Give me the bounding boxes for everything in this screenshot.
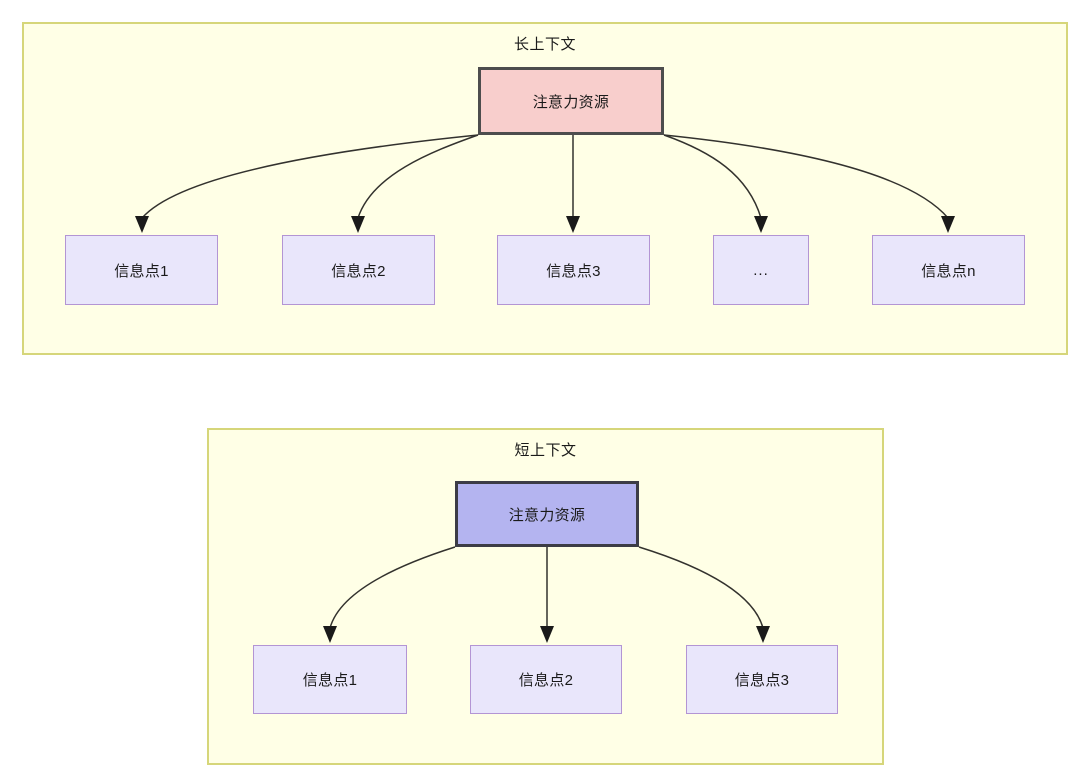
long-context-attention-resource-node[interactable]: 注意力资源 [478, 67, 664, 135]
long-context-info-node-ellipsis[interactable]: ... [713, 235, 809, 305]
long-context-info-node-2[interactable]: 信息点2 [282, 235, 435, 305]
long-context-info-node-n[interactable]: 信息点n [872, 235, 1025, 305]
short-context-attention-resource-node[interactable]: 注意力资源 [455, 481, 639, 547]
long-context-title: 长上下文 [513, 36, 576, 53]
node-label: 注意力资源 [508, 506, 586, 524]
short-context-title: 短上下文 [514, 442, 577, 459]
long-context-info-node-1[interactable]: 信息点1 [65, 235, 218, 305]
node-label: 信息点3 [734, 672, 790, 689]
node-label: 信息点1 [302, 672, 358, 689]
node-label: 注意力资源 [532, 93, 610, 111]
node-label: 信息点2 [518, 672, 574, 689]
long-context-info-node-3[interactable]: 信息点3 [497, 235, 650, 305]
short-context-info-node-1[interactable]: 信息点1 [253, 645, 407, 714]
node-label: 信息点2 [331, 262, 386, 280]
node-label: 信息点n [921, 262, 976, 280]
node-label: 信息点1 [114, 262, 169, 280]
short-context-info-node-3[interactable]: 信息点3 [686, 645, 838, 714]
node-label: 信息点3 [546, 262, 601, 280]
node-label: ... [753, 261, 769, 279]
short-context-container: 短上下文 [207, 428, 884, 765]
short-context-info-node-2[interactable]: 信息点2 [470, 645, 622, 714]
